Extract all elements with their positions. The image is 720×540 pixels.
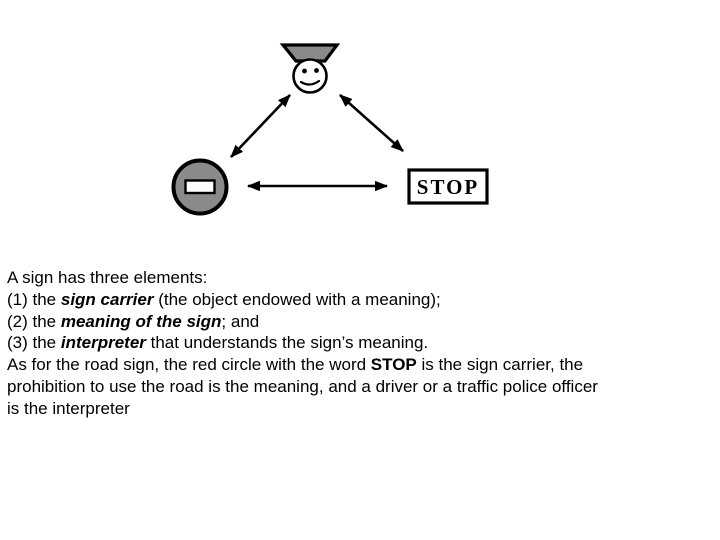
cap-icon — [279, 43, 341, 63]
text-segment: A sign has three elements: — [7, 268, 208, 287]
text-line: prohibition to use the road is the meani… — [7, 376, 713, 398]
text-segment: is the interpreter — [7, 398, 130, 418]
text-line: is the interpreter — [7, 398, 713, 420]
text-segment: STOP — [370, 355, 417, 375]
prohibition-bar — [184, 179, 216, 195]
text-line: (1) the sign carrier (the object endowed… — [7, 289, 713, 311]
text-segment: meaning of the sign — [60, 311, 222, 331]
interpreter-person-icon — [279, 43, 341, 94]
text-segment: ; and — [221, 311, 260, 331]
face-icon — [292, 58, 328, 94]
arrow-interpreter-meaning — [339, 94, 404, 152]
left-eye-icon — [302, 68, 307, 74]
text-segment: (3) the — [7, 333, 61, 353]
sign-triangle-diagram: STOP — [171, 43, 489, 216]
smile-icon — [299, 79, 321, 86]
text-segment: (the object endowed with a meaning); — [153, 289, 441, 309]
text-line: (3) the interpreter that understands the… — [7, 332, 713, 354]
text-segment: (2) the — [7, 311, 61, 331]
text-segment: prohibition to use the road is the meani… — [7, 376, 598, 396]
text-segment: that understands the sign’s meaning. — [145, 333, 429, 353]
stop-sign-label: STOP — [417, 175, 479, 199]
text-segment: is the sign carrier, the — [416, 355, 584, 375]
stop-sign-box — [407, 168, 489, 205]
right-eye-icon — [314, 68, 319, 73]
text-segment: As for the road sign, the red circle wit… — [7, 355, 371, 375]
body-text: A sign has three elements: (1) the sign c… — [7, 267, 713, 420]
text-segment: interpreter — [60, 333, 146, 353]
text-line: A sign has three elements: — [7, 267, 713, 289]
text-segment: sign carrier — [60, 289, 154, 309]
prohibition-sign-icon — [171, 158, 229, 216]
text-segment: (1) the — [7, 289, 61, 309]
text-line: As for the road sign, the red circle wit… — [7, 354, 713, 376]
arrow-carrier-interpreter — [230, 94, 291, 158]
text-line: (2) the meaning of the sign; and — [7, 311, 713, 333]
stop-sign: STOP — [407, 168, 489, 205]
